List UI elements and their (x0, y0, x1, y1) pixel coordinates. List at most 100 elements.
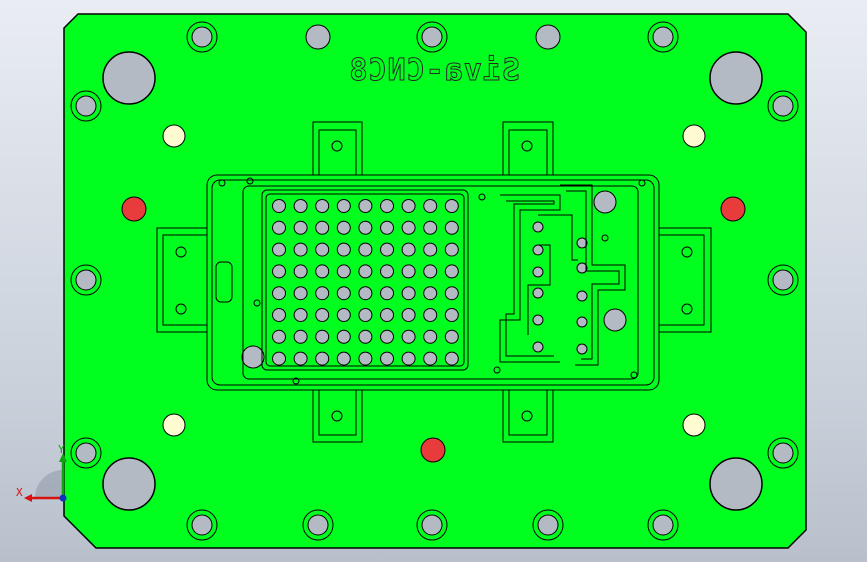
bolt-hole (191, 514, 213, 536)
bolt-hole (537, 514, 559, 536)
triad-shade (35, 470, 63, 498)
ejector-pin-hole (358, 242, 373, 257)
ejector-pin-hole (401, 351, 416, 366)
ejector-pin-hole (293, 351, 308, 366)
lug-hole (521, 410, 533, 422)
plate-features (70, 21, 799, 541)
ejector-pin-hole (358, 308, 373, 322)
ejector-pin-hole (358, 220, 373, 235)
ejector-pin-hole (336, 308, 351, 322)
ejector-pin-hole (401, 220, 416, 235)
mold-plate[interactable] (63, 13, 807, 549)
bolt-hole (772, 442, 794, 464)
ejector-pin-hole (293, 220, 308, 235)
ejector-pin-hole (293, 199, 308, 213)
ejector-pin-hole (423, 286, 438, 301)
ejector-pin-hole (423, 242, 438, 257)
ejector-pin-hole (444, 199, 459, 213)
channel-pin (532, 314, 544, 326)
ejector-pin-hole (380, 199, 394, 213)
bolt-hole (652, 26, 674, 48)
ejector-pin-hole (315, 220, 330, 235)
channel-pin (576, 262, 588, 274)
screw-hole (253, 299, 261, 307)
ejector-pin-hole (401, 286, 416, 301)
bolt-hole (75, 442, 97, 464)
y-arrowhead (59, 453, 67, 462)
ejector-pin-hole (444, 329, 459, 344)
ejector-pin-hole (272, 351, 286, 366)
ejector-pin-hole (358, 329, 373, 344)
ejector-pin-hole (336, 199, 351, 213)
y-axis-label: Y (58, 443, 65, 456)
vent-hole (241, 345, 265, 369)
large-bore (709, 51, 763, 105)
lug-hole (175, 303, 187, 315)
large-bore (102, 51, 156, 105)
x-axis-label: X (16, 486, 23, 499)
ejector-pin-hole (315, 242, 330, 257)
ejector-pin-hole (336, 286, 351, 301)
ejector-pin-hole (336, 264, 351, 279)
channel-pin (532, 287, 544, 299)
ejector-pin-hole (315, 308, 330, 322)
screw-hole (292, 377, 300, 385)
central-pocket (156, 121, 712, 443)
ejector-pin-hole (401, 264, 416, 279)
ejector-pin-hole (444, 351, 459, 366)
vent-hole (603, 308, 627, 332)
ejector-pin-hole (293, 308, 308, 322)
ejector-pin-hole (272, 329, 286, 344)
ejector-pin-hole (358, 286, 373, 301)
ejector-pin-hole (380, 242, 394, 257)
ejector-pin-hole (336, 220, 351, 235)
ejector-pin-hole (423, 351, 438, 366)
ejector-pin-hole (358, 351, 373, 366)
dowel-pin (682, 413, 706, 437)
ejector-pin-hole (315, 286, 330, 301)
ejector-pin-hole (380, 264, 394, 279)
bolt-hole (421, 514, 443, 536)
channel-pin (576, 343, 588, 355)
ejector-pin-hole (423, 308, 438, 322)
ejector-pin-hole (315, 351, 330, 366)
ejector-pin-hole (444, 264, 459, 279)
engraved-text: Siva-CNC8 (348, 53, 520, 88)
ejector-pin-hole (272, 220, 286, 235)
bolt-hole (307, 514, 329, 536)
dowel-pin (162, 124, 186, 148)
bolt-hole (652, 514, 674, 536)
ejector-pin-hole (380, 329, 394, 344)
ejector-pin-hole (401, 199, 416, 213)
x-arrowhead (24, 494, 32, 502)
dowel-pin (162, 413, 186, 437)
ejector-pin-hole (358, 199, 373, 213)
lug-hole (521, 140, 533, 152)
red-marker (420, 437, 446, 463)
lug-hole (175, 246, 187, 258)
guide-hole (305, 24, 331, 50)
ejector-pin-hole (336, 351, 351, 366)
screw-hole (493, 366, 501, 374)
lug-hole (331, 140, 343, 152)
ejector-pin-hole (423, 264, 438, 279)
ejector-pin-hole (444, 308, 459, 322)
ejector-pin-hole (272, 286, 286, 301)
ejector-pin-hole (380, 220, 394, 235)
ejector-pin-hole (293, 242, 308, 257)
channel-pin (532, 266, 544, 278)
ejector-pin-hole (272, 199, 286, 213)
ejector-pin-hole (401, 308, 416, 322)
ejector-pin-hole (401, 329, 416, 344)
ejector-pin-hole (293, 264, 308, 279)
ejector-pin-hole (315, 199, 330, 213)
ejector-pin-hole (272, 264, 286, 279)
ejector-pin-hole (336, 329, 351, 344)
lug-hole (331, 410, 343, 422)
ejector-pin-hole (272, 242, 286, 257)
ejector-pin-hole (423, 199, 438, 213)
bolt-hole (772, 95, 794, 117)
ejector-pin-hole (423, 220, 438, 235)
